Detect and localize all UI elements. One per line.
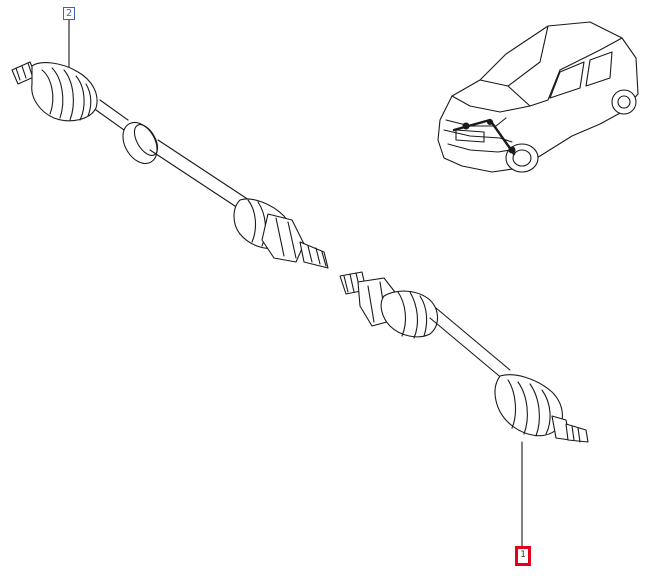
hatchback-car-icon [437, 21, 639, 173]
callout-2-label[interactable]: 2 [63, 7, 75, 20]
drive-shaft-left[interactable] [11, 61, 329, 269]
drive-shaft-right[interactable] [339, 271, 589, 443]
callout-1-label[interactable]: 1 [515, 546, 531, 566]
